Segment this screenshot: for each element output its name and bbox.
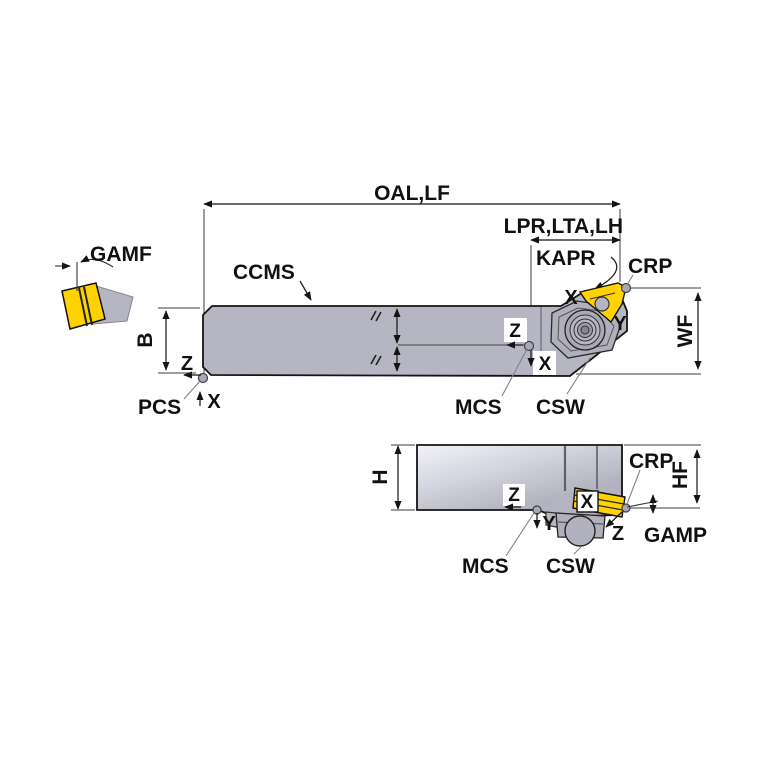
equal-mark-lower (370, 354, 382, 366)
clamp-inner-edge (557, 307, 615, 352)
crp-label-top: CRP (628, 255, 672, 278)
axis-x-at-insert: X (564, 287, 578, 309)
side-view: H X CRP GAMP HF Z Y Z (369, 444, 707, 578)
axis-y-at-insert: Y (613, 313, 627, 335)
clamp-screw-side (564, 515, 596, 547)
insert-inner-line (589, 292, 616, 300)
mcs-leader-top (501, 348, 528, 397)
axis-x-box-top (533, 351, 556, 375)
kapr-leader-arc (594, 256, 618, 290)
axis-z-at-crp-side: Z (612, 523, 624, 545)
clamp-screw-socket (580, 325, 590, 335)
gamf-detail-view: GAMF (55, 243, 152, 330)
detail-insert-split-lines (78, 286, 93, 327)
gamf-label: GAMF (90, 243, 152, 266)
csw-label-side: CSW (546, 555, 595, 578)
axis-x-at-insert-side: X (581, 492, 594, 513)
axis-z-at-pcs: Z (181, 353, 193, 375)
axis-x-at-mcs-top: X (539, 354, 552, 375)
top-view: OAL,LF LPR,LTA,LH KAPR CRP X Y (134, 182, 702, 419)
crp-label-side: CRP (629, 450, 673, 473)
axis-x-box-side (576, 490, 599, 513)
csw-label-top: CSW (536, 396, 585, 419)
holder-shank-top-view (202, 290, 628, 377)
mcs-leader-side (505, 512, 535, 557)
axis-y-at-mcs-side: Y (542, 513, 556, 535)
crp-point-side (621, 503, 631, 513)
csw-leader-side (573, 546, 582, 555)
oal-label: OAL,LF (374, 182, 450, 205)
mcs-point-side (532, 505, 542, 515)
gamp-label: GAMP (644, 524, 707, 547)
hf-label: HF (669, 461, 692, 489)
csw-leader-top (566, 357, 591, 395)
gamf-leader-arc (80, 255, 114, 268)
ccms-leader (299, 280, 312, 301)
wf-label: WF (674, 315, 697, 348)
equal-mark-upper (370, 310, 382, 322)
mcs-label-side: MCS (462, 555, 509, 578)
axis-z-at-mcs-top: Z (509, 321, 521, 342)
lpr-label: LPR,LTA,LH (504, 215, 623, 238)
h-label: H (369, 469, 392, 484)
clamp-screw-ring2 (573, 318, 597, 342)
b-label: B (134, 332, 157, 347)
pcs-label: PCS (138, 396, 181, 419)
pcs-point (197, 372, 209, 384)
pcs-leader (183, 380, 201, 400)
crp-point-top (620, 282, 632, 294)
clamp-nose-circle (594, 296, 610, 312)
kapr-label: KAPR (536, 247, 596, 270)
mcs-point-top (523, 340, 535, 352)
mcs-label-top: MCS (455, 396, 502, 419)
axis-x-at-pcs: X (207, 391, 221, 413)
crp-leader-side (626, 469, 641, 505)
crp-leader-top (626, 274, 634, 286)
axis-z-at-mcs-side: Z (508, 485, 520, 506)
z-axis-arrow-at-crp-side (605, 511, 623, 528)
ccms-label: CCMS (233, 261, 295, 284)
axis-z-box-side (503, 484, 525, 506)
axis-z-box-top (504, 318, 527, 342)
